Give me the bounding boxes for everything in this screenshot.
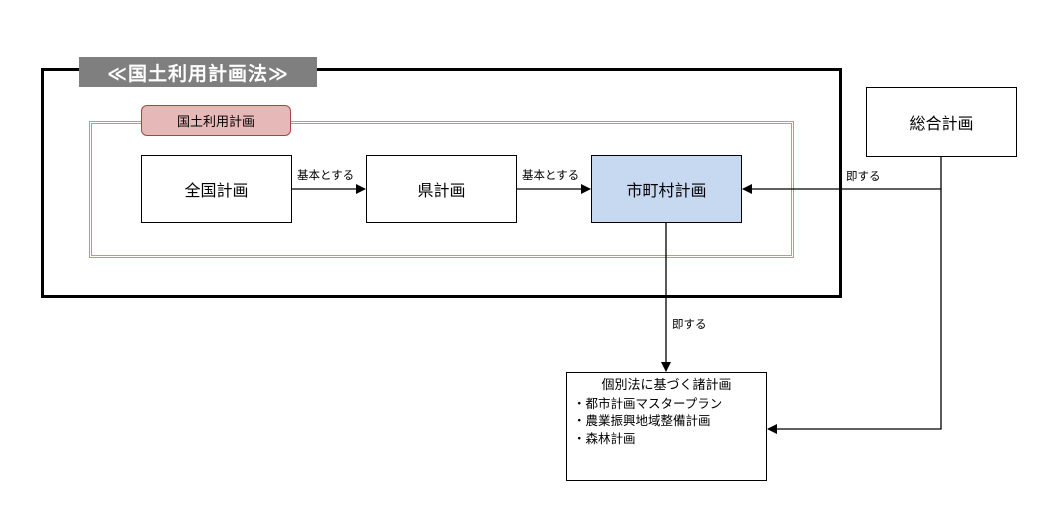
edge-label-basis-2: 基本とする [522,168,580,182]
land-use-plan-label: 国土利用計画 [141,105,291,136]
edge-label-basis-1: 基本とする [297,168,355,182]
law-title: ≪国土利用計画法≫ [79,57,317,87]
individual-plan-item: ・都市計画マスタープラン [573,395,723,411]
comprehensive-plan-box: 総合計画 [866,87,1017,157]
edge-label-conform-2: 即する [672,317,707,331]
national-plan-box: 全国計画 [141,155,292,223]
edge-label-conform-1: 即する [846,169,881,183]
law-frame [41,68,842,298]
arrow-comprehensive-to-municipal [742,157,942,194]
individual-law-plans-box: 個別法に基づく諸計画 ・都市計画マスタープラン ・農業振興地域整備計画 ・森林計… [566,372,767,481]
municipal-plan-box: 市町村計画 [591,155,742,223]
arrow-comprehensive-to-individual [767,189,942,434]
individual-law-plans-title: 個別法に基づく諸計画 [601,378,732,393]
prefecture-plan-box: 県計画 [366,155,517,223]
individual-plan-item: ・農業振興地域整備計画 [573,413,711,428]
individual-plan-item: ・森林計画 [573,430,636,446]
